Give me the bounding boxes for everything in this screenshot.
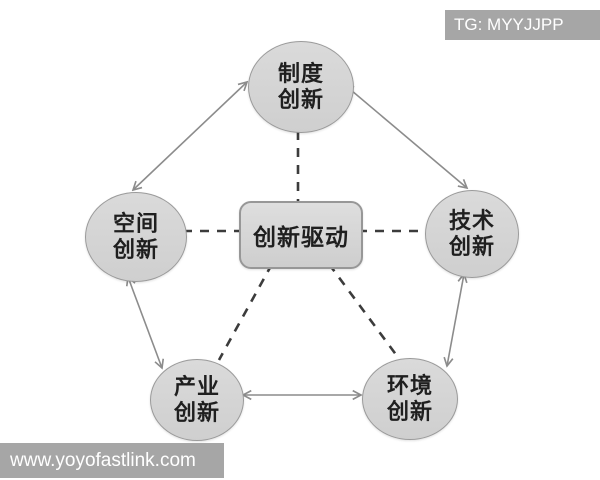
edge-institution-space: [133, 82, 247, 190]
watermark-telegram-text: TG: MYYJJPP: [454, 15, 564, 34]
node-label-line: 制度: [277, 61, 324, 87]
watermark-website-text: www.yoyofastlink.com: [10, 449, 196, 471]
node-industry-innovation: 产业 创新: [150, 359, 244, 441]
watermark-telegram: TG: MYYJJPP: [445, 10, 600, 40]
node-innovation-driver: 创新驱动: [239, 201, 363, 269]
edge-space-industry: [128, 277, 162, 368]
node-label-line: 创新: [448, 234, 495, 259]
node-label-line: 创新: [112, 237, 159, 262]
node-label-line: 空间: [112, 211, 159, 237]
node-label-line: 产业: [173, 374, 220, 400]
node-institution-innovation: 制度 创新: [248, 41, 354, 133]
dashed-center-environment: [327, 263, 402, 361]
node-label-line: 环境: [386, 373, 433, 399]
node-label-line: 创新: [173, 400, 220, 425]
center-node-label: 创新驱动: [253, 224, 349, 250]
node-label-line: 创新: [386, 399, 433, 424]
node-environment-innovation: 环境 创新: [362, 358, 458, 440]
node-label-line: 创新: [277, 87, 324, 112]
dashed-center-industry: [217, 263, 274, 361]
watermark-website: www.yoyofastlink.com: [0, 443, 224, 478]
edge-technology-environment: [447, 274, 464, 366]
edge-institution-technology: [345, 85, 467, 188]
node-technology-innovation: 技术 创新: [425, 190, 519, 278]
node-space-innovation: 空间 创新: [85, 192, 187, 282]
node-label-line: 技术: [448, 208, 495, 234]
